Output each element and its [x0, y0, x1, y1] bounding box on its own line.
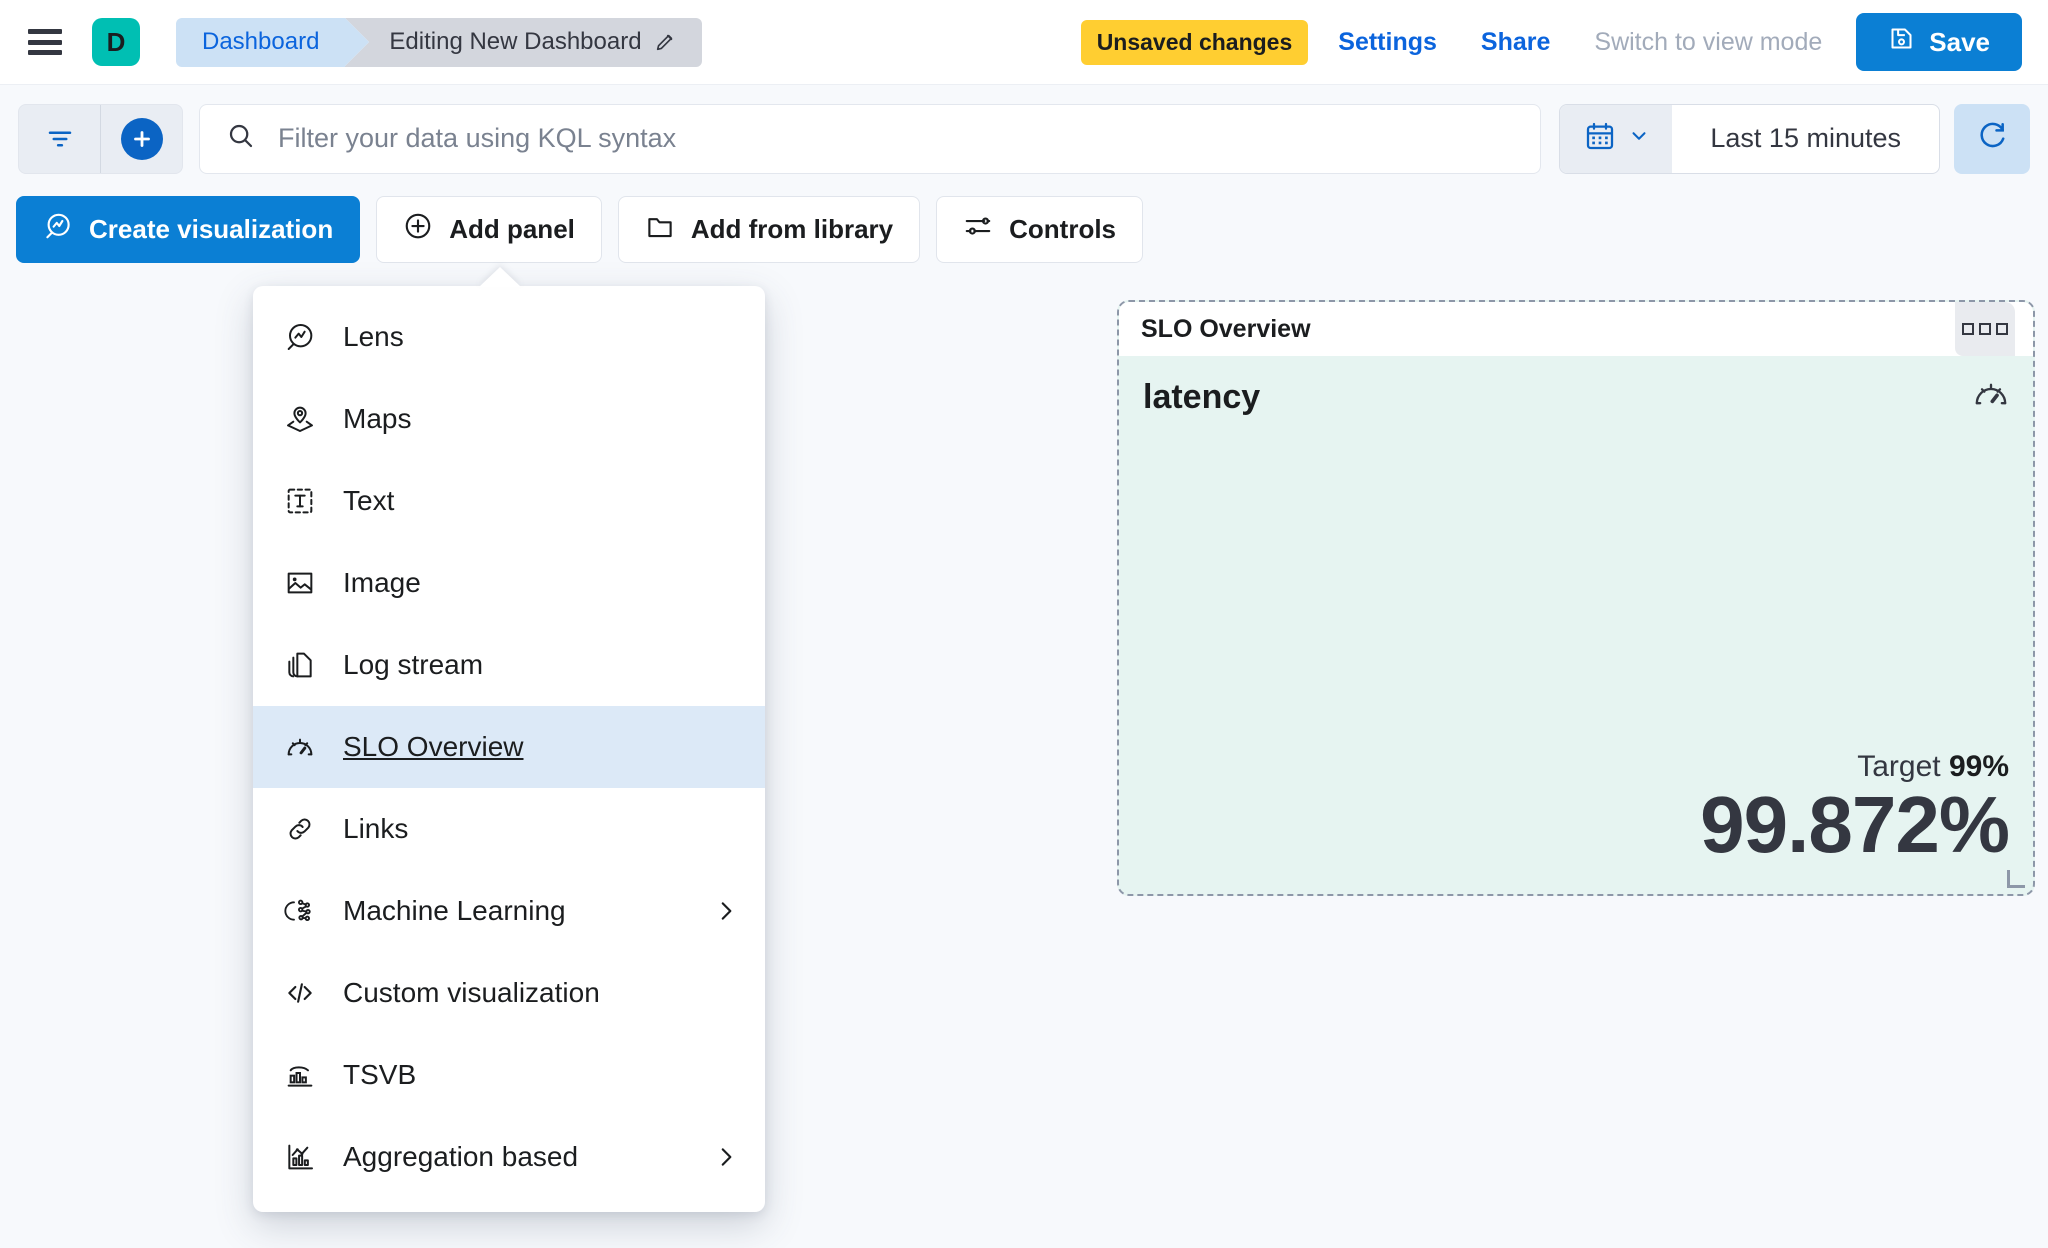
search-bar[interactable]: [199, 103, 1542, 174]
menu-item-tsvb[interactable]: TSVB: [253, 1034, 765, 1116]
menu-item-label: SLO Overview: [343, 731, 524, 762]
menu-item-label: Log stream: [343, 649, 484, 680]
add-panel-menu: Lens Maps Text Image: [253, 267, 765, 1212]
lens-icon: [43, 211, 73, 248]
pencil-icon[interactable]: [654, 31, 676, 53]
add-panel-button[interactable]: Add panel: [376, 196, 602, 263]
add-from-library-button[interactable]: Add from library: [617, 196, 921, 263]
slo-target-label: Target: [1857, 750, 1941, 784]
plus-circle-icon: [120, 117, 163, 160]
avatar[interactable]: D: [92, 18, 140, 66]
settings-button[interactable]: Settings: [1338, 27, 1437, 56]
breadcrumb-dashboard-label: Dashboard: [202, 28, 320, 55]
machine-learning-icon: [283, 894, 317, 928]
save-button[interactable]: Save: [1856, 13, 2022, 71]
date-picker[interactable]: Last 15 minutes: [1559, 103, 1940, 174]
calendar-icon: [1584, 120, 1616, 157]
search-input[interactable]: [278, 123, 1515, 154]
slo-target-value: 99%: [1948, 750, 2009, 784]
slo-stats: Target 99% 99.872%: [1700, 750, 2010, 870]
breadcrumb-item-editing[interactable]: Editing New Dashboard: [345, 17, 702, 67]
tsvb-chart-icon: [283, 1058, 317, 1092]
controls-sliders-icon: [963, 211, 993, 248]
lens-icon: [283, 320, 317, 354]
resize-handle-icon[interactable]: [2007, 870, 2025, 888]
gauge-icon: [283, 730, 317, 764]
panel-context-menu-icon[interactable]: [1955, 302, 2015, 356]
create-visualization-label: Create visualization: [89, 214, 334, 244]
slo-sli-value: 99.872%: [1700, 780, 2010, 870]
breadcrumb-item-dashboard[interactable]: Dashboard: [176, 17, 370, 67]
menu-item-label: Machine Learning: [343, 895, 566, 926]
panel-body: latency Target 99% 99.872%: [1119, 356, 2033, 892]
map-marker-icon: [283, 402, 317, 436]
chevron-right-icon: [713, 898, 739, 924]
log-stream-icon: [283, 648, 317, 682]
folder-icon: [645, 211, 675, 248]
panel-title[interactable]: SLO Overview: [1141, 314, 1311, 343]
filter-icon[interactable]: [19, 105, 100, 173]
panel-header: SLO Overview: [1119, 302, 2033, 356]
add-filter-button[interactable]: [101, 105, 182, 173]
menu-item-machine-learning[interactable]: Machine Learning: [253, 870, 765, 952]
slo-target: Target 99%: [1700, 750, 2009, 784]
menu-item-label: Image: [343, 567, 421, 598]
menu-item-label: Aggregation based: [343, 1141, 579, 1172]
controls-button[interactable]: Controls: [936, 196, 1144, 263]
link-icon: [283, 812, 317, 846]
ctx-square-1: [1962, 323, 1974, 335]
gauge-icon: [1971, 374, 2011, 414]
query-bar: Last 15 minutes: [0, 86, 2048, 191]
menu-item-label: Lens: [343, 321, 404, 352]
slo-overview-panel[interactable]: SLO Overview latency Target 99% 99.872%: [1117, 300, 2035, 896]
menu-item-lens[interactable]: Lens: [253, 296, 765, 378]
menu-item-maps[interactable]: Maps: [253, 378, 765, 460]
share-button[interactable]: Share: [1480, 27, 1551, 56]
save-disk-icon: [1888, 25, 1915, 59]
ctx-square-3: [1996, 323, 2008, 335]
menu-item-label: TSVB: [343, 1059, 417, 1090]
search-icon: [226, 121, 256, 156]
date-picker-quick-select[interactable]: [1560, 104, 1673, 173]
refresh-icon: [1976, 120, 2008, 157]
dashboard-toolbar: Create visualization Add panel Add from …: [16, 196, 1144, 263]
slo-metric-name: latency: [1143, 378, 1261, 416]
create-visualization-button[interactable]: Create visualization: [16, 196, 361, 263]
add-panel-label: Add panel: [449, 214, 575, 244]
menu-item-aggregation-based[interactable]: Aggregation based: [253, 1116, 765, 1198]
menu-item-image[interactable]: Image: [253, 542, 765, 624]
header-actions: Unsaved changes Settings Share Switch to…: [1080, 13, 2048, 71]
filter-group: [18, 103, 183, 174]
aggregation-chart-icon: [283, 1140, 317, 1174]
breadcrumb-editing-label: Editing New Dashboard: [389, 28, 642, 55]
code-icon: [283, 976, 317, 1010]
app-header: D Dashboard Editing New Dashboard Unsave…: [0, 0, 2048, 85]
menu-item-slo-overview[interactable]: SLO Overview: [253, 706, 765, 788]
chevron-down-icon: [1628, 125, 1650, 152]
add-from-library-label: Add from library: [690, 214, 894, 244]
time-range-label[interactable]: Last 15 minutes: [1710, 123, 1901, 153]
ctx-square-2: [1979, 323, 1991, 335]
menu-item-label: Text: [343, 485, 395, 516]
divider: [100, 104, 101, 173]
menu-item-label: Links: [343, 813, 409, 844]
breadcrumb: Dashboard Editing New Dashboard: [176, 17, 702, 67]
switch-to-view-mode-button[interactable]: Switch to view mode: [1594, 27, 1823, 56]
image-icon: [283, 566, 317, 600]
refresh-button[interactable]: [1954, 103, 2030, 174]
status-badge: Unsaved changes: [1080, 19, 1309, 65]
hamburger-icon[interactable]: [28, 29, 62, 55]
menu-item-log-stream[interactable]: Log stream: [253, 624, 765, 706]
menu-pointer-arrow: [479, 267, 521, 287]
menu-item-links[interactable]: Links: [253, 788, 765, 870]
controls-label: Controls: [1009, 214, 1117, 244]
menu-item-text[interactable]: Text: [253, 460, 765, 542]
save-button-label: Save: [1929, 26, 1990, 57]
text-box-icon: [283, 484, 317, 518]
menu-item-label: Custom visualization: [343, 977, 600, 1008]
plus-circle-icon: [403, 211, 433, 248]
menu-item-custom-visualization[interactable]: Custom visualization: [253, 952, 765, 1034]
menu-item-label: Maps: [343, 403, 412, 434]
chevron-right-icon: [713, 1144, 739, 1170]
